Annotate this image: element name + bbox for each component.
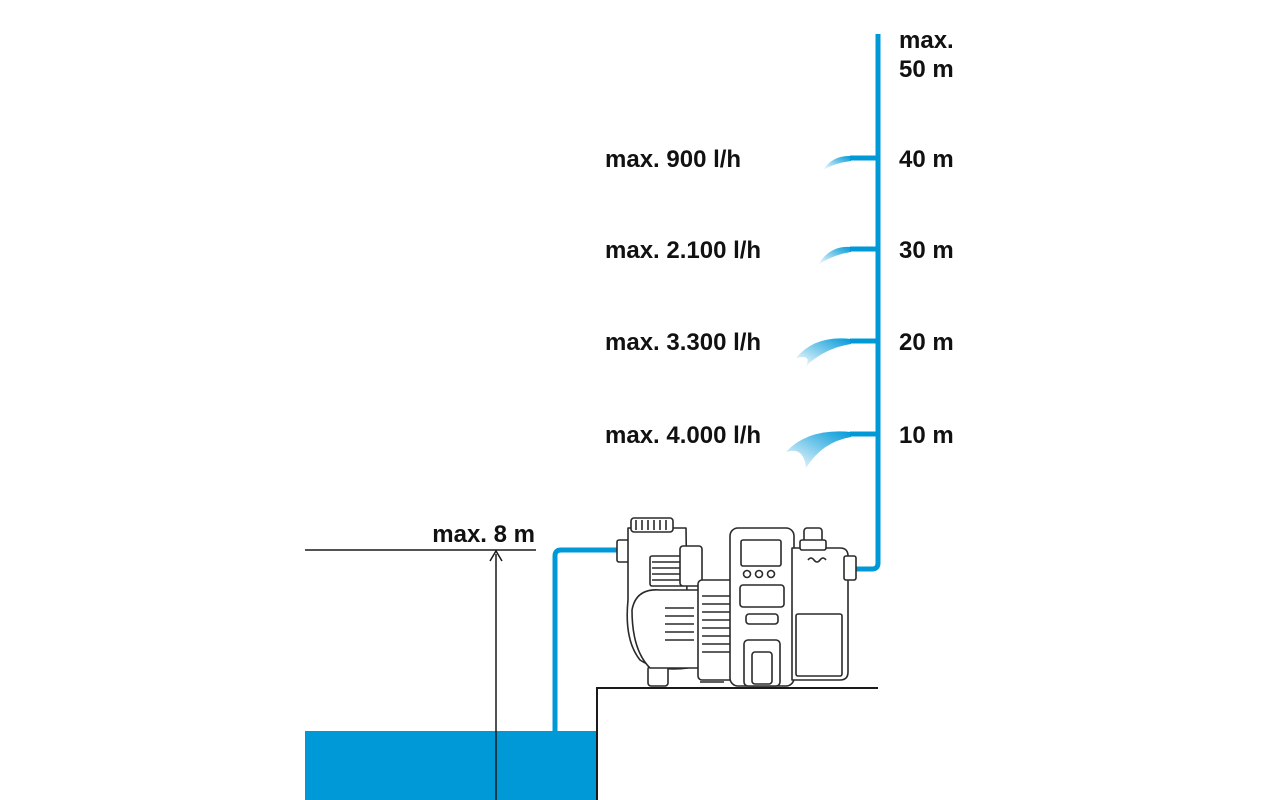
control-button-3 — [766, 569, 776, 579]
suction-arrow-head — [489, 549, 503, 562]
water-spray-40m — [823, 155, 851, 170]
control-button-1 — [742, 569, 752, 579]
max-height-label-line2: 50 m — [899, 56, 954, 83]
discharge-pipe — [853, 34, 881, 572]
outlet-10m — [786, 431, 878, 468]
suction-pipe — [552, 547, 617, 731]
pump-outlet-connector — [843, 555, 857, 581]
height-label-30m: 30 m — [899, 237, 954, 264]
flow-label-40m: max. 900 l/h — [605, 146, 741, 173]
pump-ledge — [596, 687, 878, 800]
flow-label-10m: max. 4.000 l/h — [605, 422, 761, 449]
water-spray-30m — [818, 246, 851, 265]
max-height-label-line1: max. — [899, 27, 954, 54]
drain-plug — [647, 665, 669, 687]
outlet-20m — [796, 338, 878, 366]
flow-label-30m: max. 2.100 l/h — [605, 237, 761, 264]
height-label-20m: 20 m — [899, 329, 954, 356]
pump-volute — [631, 589, 701, 669]
control-display — [740, 539, 782, 567]
height-label-40m: 40 m — [899, 146, 954, 173]
water-spray-10m — [786, 431, 851, 468]
control-button-2 — [754, 569, 764, 579]
height-label-10m: 10 m — [899, 422, 954, 449]
suction-height-label: max. 8 m — [432, 521, 535, 548]
pump-illustration — [616, 517, 857, 687]
flow-label-20m: max. 3.300 l/h — [605, 329, 761, 356]
outlet-40m — [823, 155, 878, 170]
water-reservoir — [305, 731, 597, 800]
outlet-30m — [818, 246, 878, 265]
water-spray-20m — [796, 338, 851, 366]
